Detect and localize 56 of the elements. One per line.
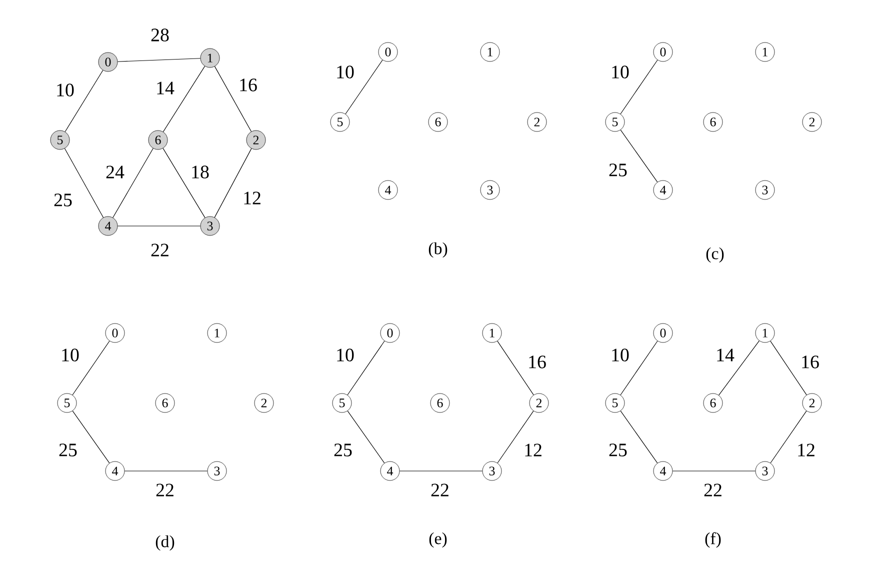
edge-weight: 10 bbox=[337, 348, 354, 362]
edge-line bbox=[620, 130, 658, 182]
edge-line bbox=[345, 60, 383, 114]
panel-label: (f) bbox=[705, 532, 721, 548]
edge-weight: 22 bbox=[704, 484, 722, 496]
edge-line bbox=[72, 340, 110, 396]
edge-weight: 12 bbox=[798, 444, 814, 456]
edge-weight: 10 bbox=[337, 66, 354, 78]
edge-line bbox=[64, 148, 104, 218]
edge-line bbox=[214, 148, 252, 218]
edge-line bbox=[770, 340, 807, 396]
edge-weight: 16 bbox=[529, 356, 546, 368]
edge-weight: 22 bbox=[151, 244, 168, 256]
edge-weight: 28 bbox=[151, 28, 169, 42]
edge-line bbox=[112, 148, 154, 218]
edge-weight: 25 bbox=[59, 444, 77, 456]
edge-line bbox=[124, 470, 208, 472]
edge-weight: 10 bbox=[62, 348, 79, 362]
edge-weight: 14 bbox=[157, 82, 174, 94]
edge-weight: 25 bbox=[609, 444, 627, 456]
edge-weight: 12 bbox=[525, 444, 542, 456]
edge-line bbox=[347, 340, 385, 396]
edge-weight: 12 bbox=[244, 192, 260, 204]
edge-weight: 25 bbox=[334, 444, 352, 456]
edge-line bbox=[497, 340, 534, 396]
edge-line bbox=[620, 60, 658, 114]
edge-weight: 16 bbox=[802, 356, 819, 368]
edge-line bbox=[64, 70, 104, 132]
panel-label: (d) bbox=[156, 535, 174, 551]
edge-line bbox=[117, 58, 201, 62]
edge-weight: 10 bbox=[57, 84, 74, 96]
edge-weight: 10 bbox=[612, 348, 629, 362]
edge-line bbox=[399, 470, 483, 472]
edge-line bbox=[497, 410, 534, 464]
edge-line bbox=[72, 410, 110, 464]
panel-label: (e) bbox=[429, 532, 447, 548]
edge-weight: 18 bbox=[192, 166, 209, 178]
panel-label: (b) bbox=[428, 242, 448, 258]
edge-line bbox=[214, 66, 252, 132]
edge-line bbox=[672, 470, 756, 472]
edge-weight: 22 bbox=[431, 484, 448, 496]
edge-line bbox=[162, 148, 206, 218]
edge-line bbox=[620, 410, 658, 464]
edge-line bbox=[620, 340, 658, 396]
edge-weight: 14 bbox=[717, 348, 734, 362]
edge-weight: 25 bbox=[54, 194, 72, 206]
edge-weight: 22 bbox=[156, 484, 174, 496]
edge-weight: 24 bbox=[106, 166, 124, 178]
edge-weight: 16 bbox=[240, 78, 257, 92]
panel-label: (c) bbox=[706, 247, 724, 263]
edge-line bbox=[347, 410, 385, 464]
edge-line bbox=[718, 340, 760, 396]
edge-weight: 25 bbox=[609, 164, 627, 176]
edge-weight: 10 bbox=[612, 66, 629, 78]
edge-line bbox=[162, 66, 206, 132]
edge-line bbox=[770, 410, 807, 464]
